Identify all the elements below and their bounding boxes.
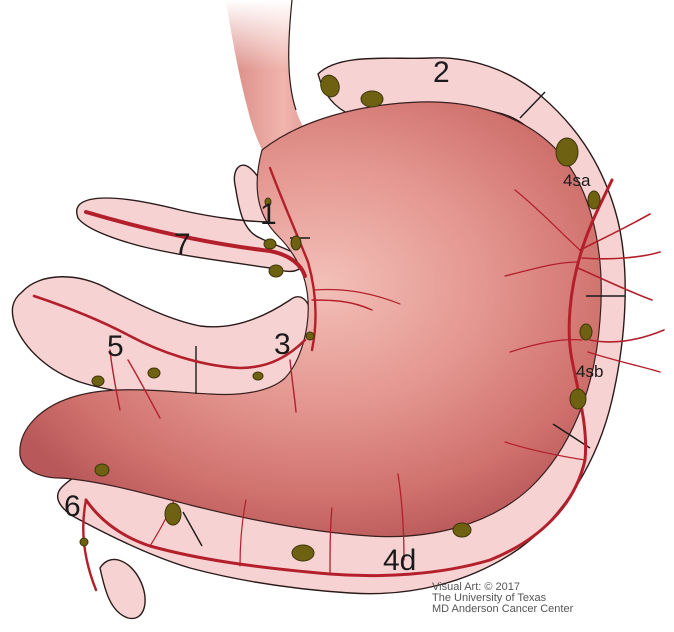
lymph-node	[361, 91, 383, 107]
credit-line: MD Anderson Cancer Center	[432, 604, 573, 615]
lymph-node	[588, 191, 600, 209]
lymph-node	[95, 464, 109, 476]
lymph-node	[269, 265, 283, 277]
lymph-node	[80, 538, 88, 546]
copyright-credit: Visual Art: © 2017 The University of Tex…	[432, 582, 573, 615]
station-3-label: 3	[274, 330, 291, 360]
pyloric-tail	[100, 559, 145, 618]
lymph-node	[148, 368, 160, 378]
station-6-label: 6	[64, 492, 81, 522]
lymph-node	[165, 503, 181, 525]
lymph-node	[291, 236, 301, 250]
lymph-node	[570, 389, 586, 409]
lymph-node	[306, 332, 314, 340]
station-2-label: 2	[433, 58, 450, 88]
station-1-label: 1	[260, 200, 277, 230]
station-4d-label: 4d	[383, 546, 416, 576]
lymph-node	[264, 239, 276, 249]
lymph-node	[580, 324, 592, 340]
station-4sb-label: 4sb	[576, 363, 603, 380]
lymph-node	[453, 523, 471, 537]
lymph-node	[292, 545, 314, 561]
lymph-node	[253, 372, 263, 380]
station-7-label: 7	[174, 230, 191, 260]
lymph-node	[556, 138, 578, 166]
pyloric-lobe	[12, 277, 310, 399]
lymph-node	[92, 376, 104, 386]
station-4sa-label: 4sa	[563, 172, 590, 189]
station-5-label: 5	[107, 332, 124, 362]
